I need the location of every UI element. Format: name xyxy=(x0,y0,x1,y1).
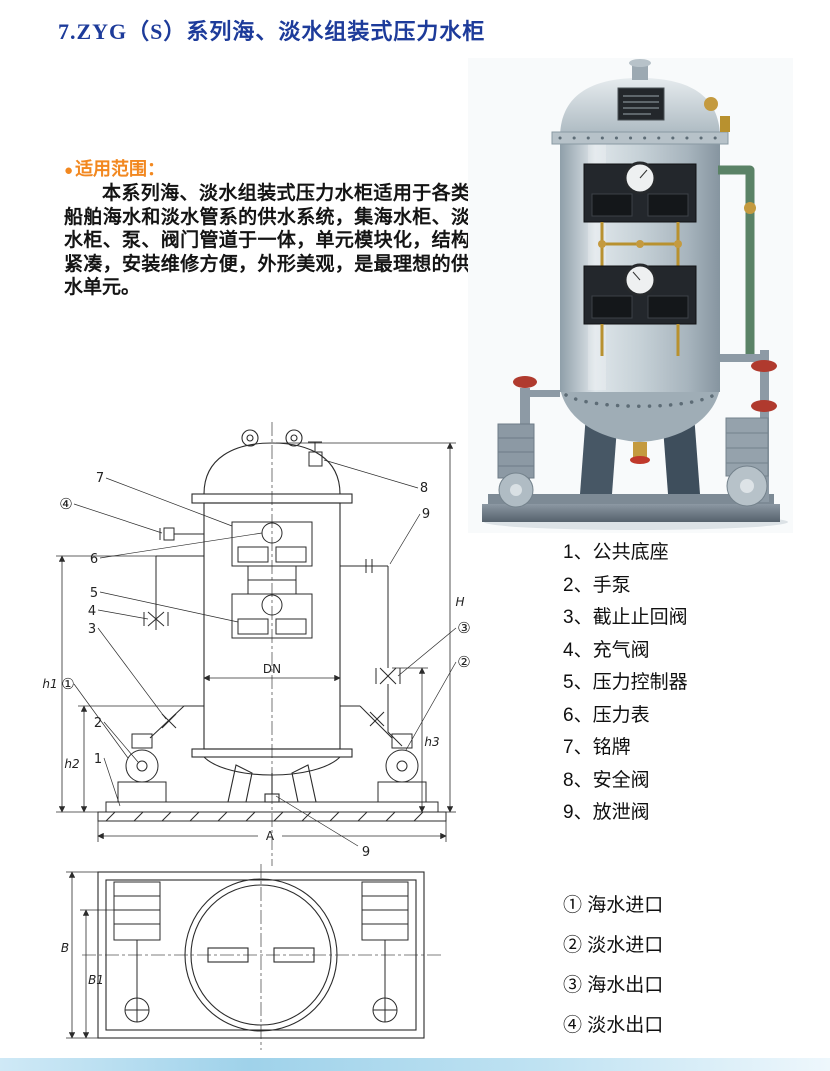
part-item-4: 4、充气阀 xyxy=(563,639,650,661)
lower-gauge-panel xyxy=(583,263,697,325)
product-photo-illustration xyxy=(468,58,793,533)
top-centerlines xyxy=(82,864,442,1050)
part-item-7: 7、铭牌 xyxy=(563,737,631,758)
scope-heading-text: 适用范围： xyxy=(75,159,166,179)
callout-labels: 7 ④ 6 5 4 3 ① 2 1 8 9 ③ ② 9 xyxy=(59,471,470,860)
top-tank-circle xyxy=(184,878,338,1032)
part-item-6: 6、压力表 xyxy=(563,704,650,726)
port-item-4: ④ 淡水出口 xyxy=(563,1015,664,1036)
top-view-svg: B B1 xyxy=(61,864,442,1050)
top-dimension-lines xyxy=(66,871,114,1039)
part-item-9: 9、放泄阀 xyxy=(563,802,650,823)
callout-1: 1 xyxy=(94,752,102,767)
callout-7: 7 xyxy=(96,471,104,486)
callout-4: 4 xyxy=(88,604,96,619)
dim-B1-label: B1 xyxy=(88,973,104,987)
dim-h1-label: h1 xyxy=(42,677,57,691)
part-item-1: 1、公共底座 xyxy=(563,542,669,563)
front-view-drawing: 7 ④ 6 5 4 3 ① 2 1 8 9 ③ ② 9 H h3 h1 h2 D… xyxy=(36,416,476,876)
port-item-3: ③ 海水出口 xyxy=(563,975,664,996)
dim-H-label: H xyxy=(455,595,464,609)
brass-valve-knob xyxy=(636,240,644,248)
part-item-2: 2、手泵 xyxy=(563,574,631,596)
left-pump xyxy=(497,423,535,508)
left-pump-symbol xyxy=(117,733,167,803)
callout-port-1: ① xyxy=(61,675,74,693)
right-pump xyxy=(725,417,769,507)
callout-3: 3 xyxy=(88,622,96,637)
callout-port-2: ② xyxy=(457,653,470,671)
scope-body-text: 本系列海、淡水组装式压力水柜适用于各类船舶海水和淡水管系的供水系统，集海水柜、淡… xyxy=(64,183,470,298)
dim-DN-label: DN xyxy=(263,662,281,676)
top-dimension-labels: B B1 xyxy=(61,941,104,987)
callout-9-top: 9 xyxy=(422,507,430,522)
top-left-motor xyxy=(113,881,161,1023)
callout-port-3: ③ xyxy=(457,619,470,637)
port-item-2: ② 淡水进口 xyxy=(563,935,664,956)
top-view-drawing: B B1 xyxy=(58,862,448,1057)
callout-9-bottom: 9 xyxy=(362,845,370,860)
brass-valve-knob xyxy=(674,240,682,248)
callout-port-4: ④ xyxy=(59,495,72,513)
application-scope-heading: ●适用范围： xyxy=(64,155,165,181)
callout-8: 8 xyxy=(420,481,428,496)
top-base-outline xyxy=(97,871,425,1039)
parts-legend-list: 1、公共底座 2、手泵 3、截止止回阀 4、充气阀 5、压力控制器 6、压力表 … xyxy=(563,537,688,830)
leader-lines xyxy=(73,459,457,847)
right-valve-assembly xyxy=(340,559,403,747)
ports-legend-list: ① 海水进口 ② 淡水进口 ③ 海水出口 ④ 淡水出口 xyxy=(563,886,663,1046)
product-photo xyxy=(468,58,793,533)
safety-valve-symbol xyxy=(308,441,323,467)
dimension-labels: H h3 h1 h2 DN A xyxy=(42,595,464,843)
gauge-panels-symbol xyxy=(231,521,313,639)
callout-6: 6 xyxy=(90,552,98,567)
port-item-1: ① 海水进口 xyxy=(563,895,664,916)
part-item-5: 5、压力控制器 xyxy=(563,672,688,693)
part-item-8: 8、安全阀 xyxy=(563,769,650,791)
brass-valve-knob xyxy=(598,240,606,248)
nameplate xyxy=(617,87,665,121)
callout-5: 5 xyxy=(90,586,98,601)
dimension-lines xyxy=(56,442,456,842)
common-base xyxy=(482,494,780,522)
footer-gradient-bar xyxy=(0,1058,830,1071)
part-item-3: 3、截止止回阀 xyxy=(563,607,688,628)
dim-h2-label: h2 xyxy=(64,757,79,771)
dim-B-label: B xyxy=(61,941,69,955)
left-valve-assembly xyxy=(143,527,204,739)
base-frame-symbol xyxy=(97,801,447,822)
right-pump-symbol xyxy=(377,733,427,803)
dim-A-label: A xyxy=(266,829,275,843)
page-title: 7.ZYG（S）系列海、淡水组装式压力水柜 xyxy=(58,19,486,44)
lower-brass-pipes xyxy=(600,324,680,356)
upper-gauge-panel xyxy=(583,161,697,223)
green-pipe xyxy=(718,165,756,358)
top-right-motor xyxy=(361,881,409,1023)
bottom-drain xyxy=(630,442,650,464)
dim-h3-label: h3 xyxy=(424,735,439,749)
safety-valve-brass xyxy=(704,97,730,132)
bullet-icon: ● xyxy=(64,162,74,179)
callout-2: 2 xyxy=(94,716,102,731)
front-view-svg: 7 ④ 6 5 4 3 ① 2 1 8 9 ③ ② 9 H h3 h1 h2 D… xyxy=(42,422,471,866)
